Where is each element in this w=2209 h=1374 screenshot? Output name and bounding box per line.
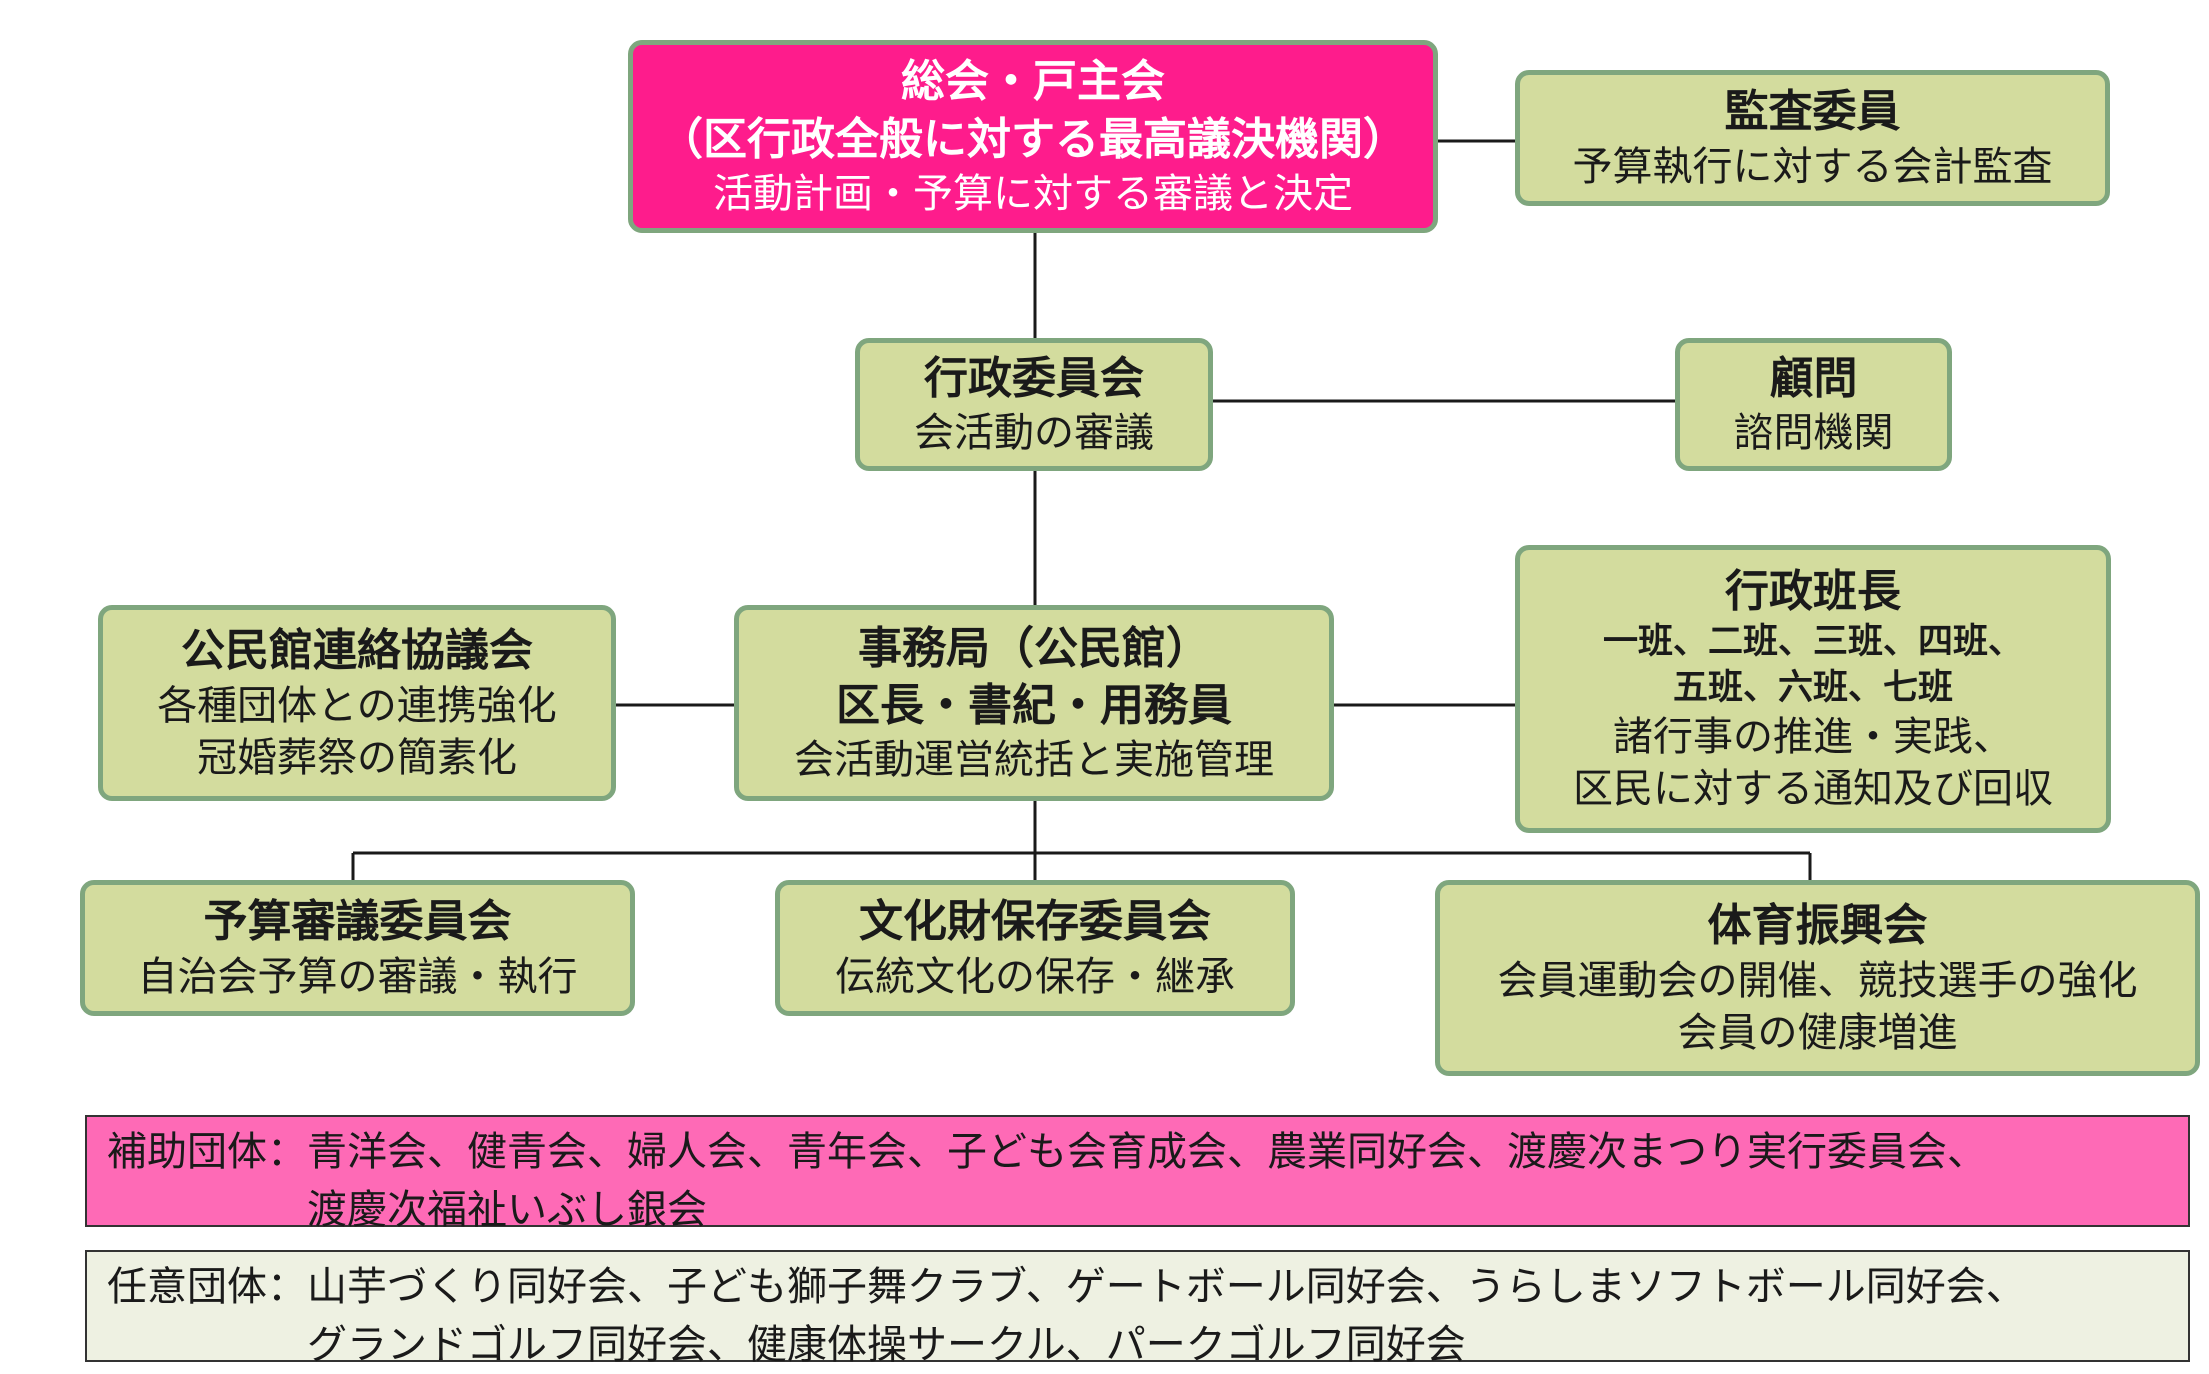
heritage-committee-node: 文化財保存委員会 伝統文化の保存・継承	[775, 880, 1295, 1016]
admin-committee-title: 行政委員会	[924, 352, 1144, 404]
advisor-title: 顧問	[1769, 352, 1858, 404]
optional-groups-line-1: 山芋づくり同好会、子ども獅子舞クラブ、ゲートボール同好会、うらしまソフトボール同…	[307, 1264, 2026, 1310]
community-council-desc-2: 冠婚葬祭の簡素化	[197, 734, 517, 781]
group-leaders-node: 行政班長 一班、二班、三班、四班、 五班、六班、七班 諸行事の推進・実践、 区民…	[1515, 545, 2111, 833]
auditor-desc: 予算執行に対する会計監査	[1572, 143, 2053, 190]
general-assembly-title: 総会・戸主会	[901, 56, 1165, 108]
advisor-desc: 諮問機関	[1733, 410, 1894, 457]
sports-association-desc-2: 会員の健康増進	[1677, 1009, 1958, 1056]
budget-committee-title: 予算審議委員会	[203, 896, 512, 948]
sports-association-title: 体育振興会	[1707, 900, 1928, 952]
budget-committee-desc: 自治会予算の審議・執行	[137, 953, 578, 1000]
community-council-node: 公民館連絡協議会 各種団体との連携強化 冠婚葬祭の簡素化	[98, 605, 616, 801]
admin-committee-node: 行政委員会 会活動の審議	[855, 338, 1213, 471]
optional-groups-line-2: グランドゴルフ同好会、健康体操サークル、パークゴルフ同好会	[307, 1322, 1466, 1368]
admin-committee-desc: 会活動の審議	[914, 410, 1154, 457]
auditor-title: 監査委員	[1724, 86, 1901, 138]
group-leaders-desc-1: 諸行事の推進・実践、	[1613, 714, 2013, 761]
aux-groups-label: 補助団体：	[107, 1129, 307, 1175]
general-assembly-subtitle: （区行政全般に対する最高議決機関）	[659, 113, 1407, 165]
general-assembly-node: 総会・戸主会 （区行政全般に対する最高議決機関） 活動計画・予算に対する審議と決…	[628, 40, 1438, 233]
heritage-committee-title: 文化財保存委員会	[859, 896, 1211, 948]
sports-association-node: 体育振興会 会員運動会の開催、競技選手の強化 会員の健康増進	[1435, 880, 2200, 1076]
advisor-node: 顧問 諮問機関	[1675, 338, 1952, 471]
secretariat-title: 事務局（公民館）	[858, 622, 1210, 674]
optional-groups-label: 任意団体：	[107, 1264, 307, 1310]
secretariat-subtitle: 区長・書紀・用務員	[836, 680, 1232, 731]
secretariat-desc: 会活動運営統括と実施管理	[794, 737, 1274, 784]
group-leaders-title: 行政班長	[1725, 565, 1901, 617]
secretariat-node: 事務局（公民館） 区長・書紀・用務員 会活動運営統括と実施管理	[734, 605, 1334, 801]
aux-groups-line-1: 青洋会、健青会、婦人会、青年会、子ども会育成会、農業同好会、渡慶次まつり実行委員…	[307, 1129, 1987, 1175]
aux-groups-line-2: 渡慶次福祉いぶし銀会	[307, 1187, 707, 1233]
aux-groups-band: 補助団体： 青洋会、健青会、婦人会、青年会、子ども会育成会、農業同好会、渡慶次ま…	[85, 1115, 2190, 1233]
heritage-committee-desc: 伝統文化の保存・継承	[835, 953, 1235, 1000]
community-council-title: 公民館連絡協議会	[181, 625, 533, 677]
budget-committee-node: 予算審議委員会 自治会予算の審議・執行	[80, 880, 635, 1016]
community-council-desc-1: 各種団体との連携強化	[157, 682, 557, 729]
group-leaders-groups-1: 一班、二班、三班、四班、	[1602, 622, 2023, 663]
group-leaders-desc-2: 区民に対する通知及び回収	[1573, 766, 2053, 813]
general-assembly-desc: 活動計画・予算に対する審議と決定	[713, 170, 1353, 217]
auditor-node: 監査委員 予算執行に対する会計監査	[1515, 70, 2110, 206]
group-leaders-groups-2: 五班、六班、七班	[1672, 667, 1953, 708]
sports-association-desc-1: 会員運動会の開催、競技選手の強化	[1497, 957, 2138, 1004]
optional-groups-band: 任意団体： 山芋づくり同好会、子ども獅子舞クラブ、ゲートボール同好会、うらしまソ…	[85, 1250, 2190, 1368]
